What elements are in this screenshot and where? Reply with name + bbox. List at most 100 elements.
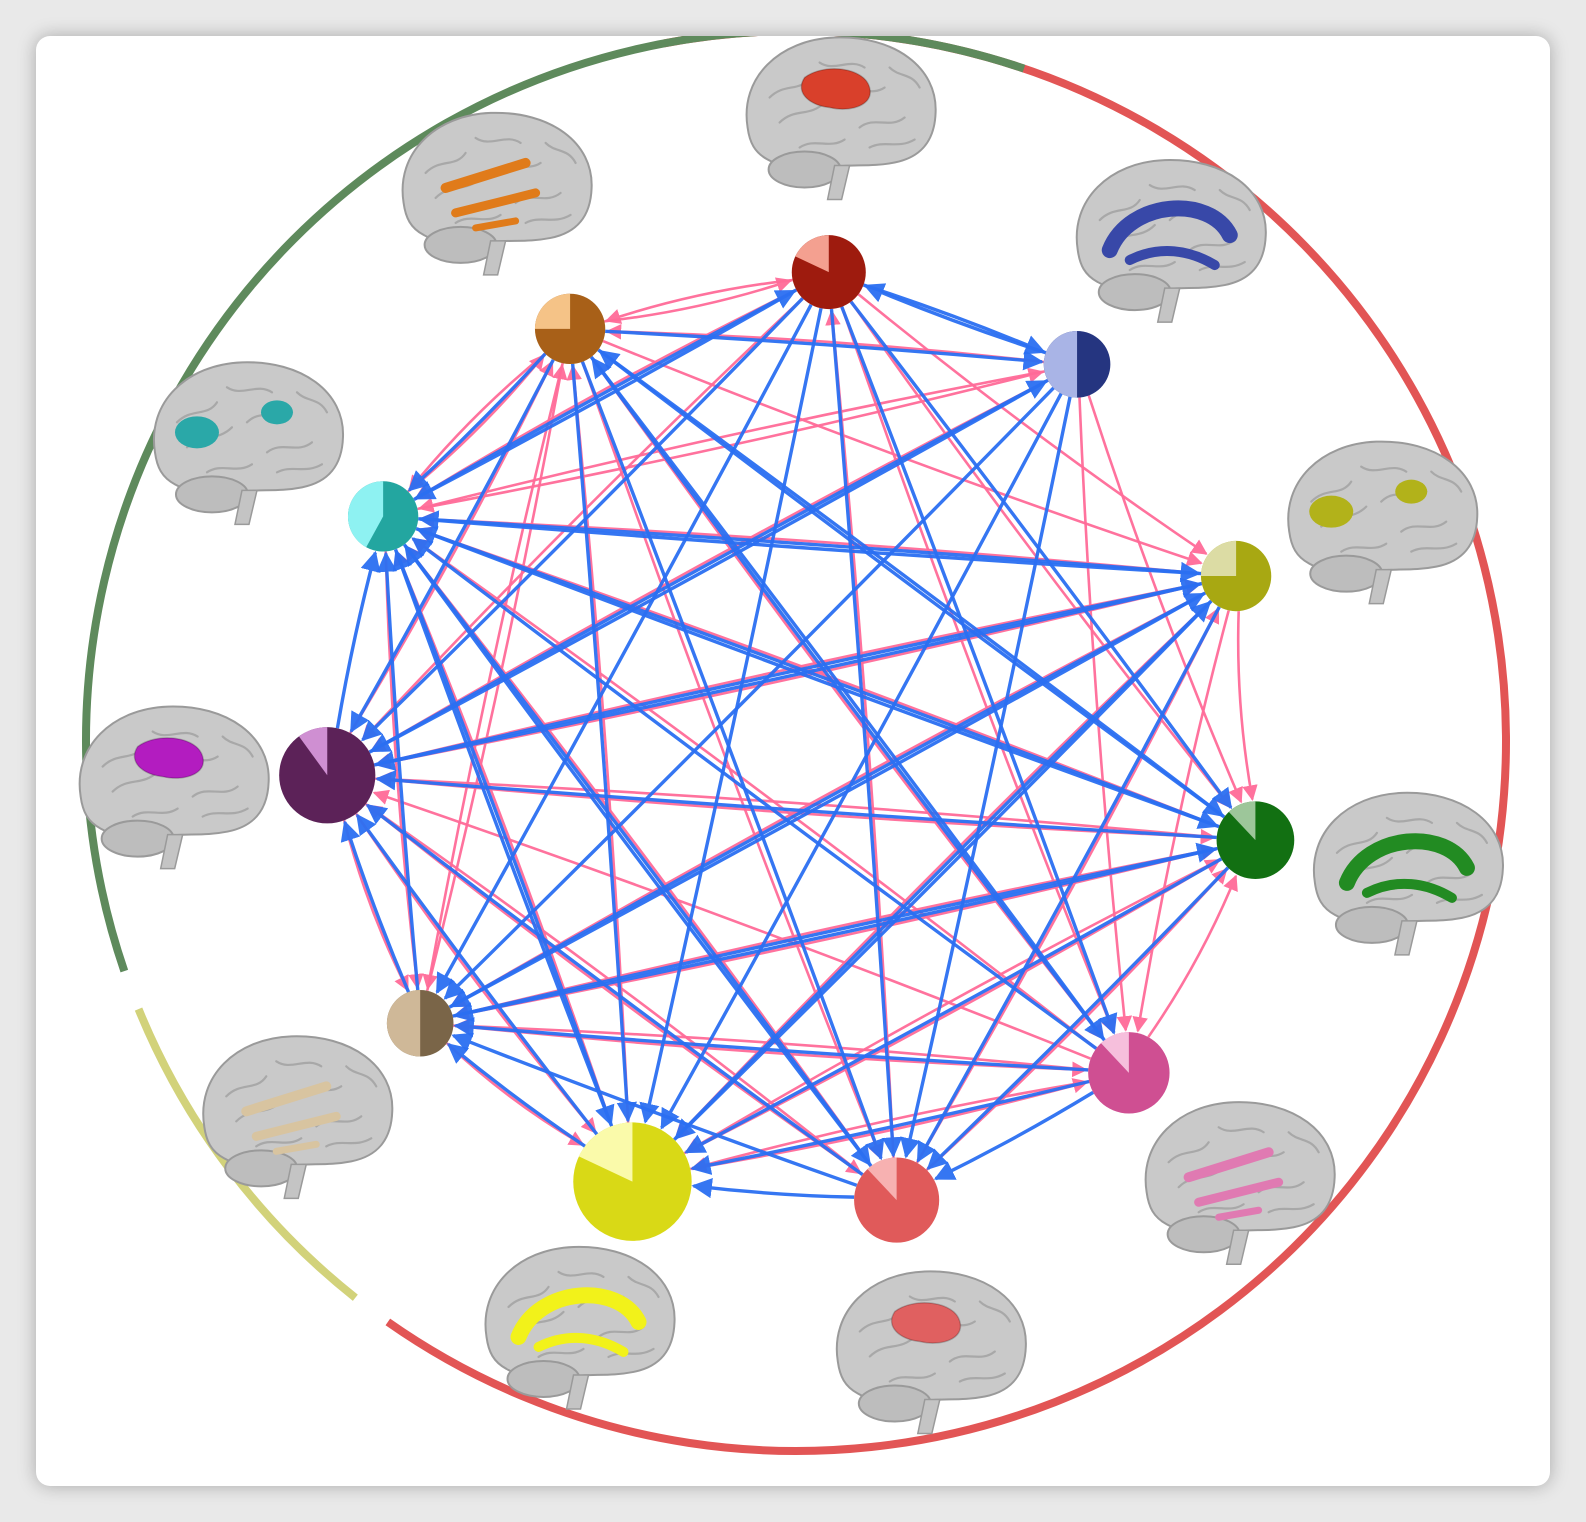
node-slice-8	[298, 727, 328, 776]
brain-image-10	[401, 111, 593, 276]
edge-blue-20	[449, 591, 1207, 1008]
edge-pink-11	[361, 297, 804, 741]
edge-pink-23	[375, 771, 1217, 839]
edge-blue-46	[452, 842, 1218, 1018]
edge-pink-9	[604, 278, 793, 324]
node-slice-1	[1043, 330, 1078, 398]
node-10[interactable]	[534, 293, 606, 364]
node-slice-6	[578, 1122, 633, 1182]
brain-image-0	[745, 36, 937, 201]
edge-blue-9	[605, 329, 1044, 371]
brain-image-5	[835, 1270, 1027, 1435]
node-slice-4	[1101, 1032, 1129, 1073]
edge-blue-12	[580, 361, 885, 1161]
brain-image-4	[1144, 1101, 1336, 1265]
edge-blue-7	[435, 303, 813, 995]
edge-blue-52	[415, 527, 1220, 829]
edge-blue-55	[402, 543, 872, 1167]
edge-pink-15	[1087, 395, 1243, 804]
brain-image-1	[1075, 159, 1267, 323]
node-2[interactable]	[1200, 540, 1272, 612]
edge-blue-5	[840, 306, 1118, 1035]
edge-blue-21	[674, 599, 1213, 1140]
node-5[interactable]	[854, 1157, 940, 1243]
node-0[interactable]	[791, 235, 866, 310]
edge-blue-53	[418, 517, 1202, 583]
brain-images	[78, 36, 1504, 1435]
brain-image-3	[1312, 791, 1504, 956]
edge-blue-31	[453, 1017, 1089, 1072]
node-slice-9	[347, 481, 384, 548]
edge-blue-26	[598, 349, 1226, 819]
edge-pink-4	[422, 362, 564, 991]
node-1[interactable]	[1043, 330, 1111, 398]
node-slice-7	[386, 989, 421, 1057]
node-slice-0	[795, 235, 829, 273]
node-9[interactable]	[347, 481, 419, 552]
edge-blue-36	[691, 1177, 855, 1199]
edge-pink-12	[417, 370, 1045, 513]
edge-blue-41	[355, 813, 599, 1136]
edge-blue-44	[376, 551, 420, 991]
brain-image-8	[78, 705, 270, 870]
edge-blue-17	[660, 392, 1063, 1130]
edge-pink-6	[857, 293, 1208, 555]
node-slice-10	[534, 293, 571, 329]
edge-blue-4	[829, 308, 903, 1158]
diagram-card	[36, 36, 1550, 1486]
edge-blue-24	[418, 510, 1202, 576]
edge-pink-3	[581, 361, 884, 1160]
edge-pink-27	[372, 789, 1092, 1060]
edge-blue-1	[413, 288, 798, 501]
edge-blue-35	[591, 356, 1106, 1042]
node-7[interactable]	[386, 989, 454, 1057]
edge-blue-3	[639, 307, 823, 1124]
edge-blue-25	[416, 526, 1220, 829]
edge-blue-10	[597, 348, 1225, 818]
edges	[335, 277, 1258, 1199]
edge-pink-19	[1132, 610, 1230, 1033]
edge-blue-49	[373, 577, 1202, 767]
edge-blue-38	[365, 803, 864, 1177]
node-6[interactable]	[573, 1122, 692, 1241]
edge-blue-32	[690, 1079, 1090, 1175]
node-slice-5	[867, 1157, 897, 1201]
edge-pink-0	[604, 277, 793, 323]
edge-blue-37	[404, 544, 873, 1168]
edge-blue-40	[392, 549, 614, 1127]
edge-blue-13	[570, 363, 638, 1123]
edge-blue-28	[684, 857, 1223, 1154]
edge-blue-29	[926, 866, 1230, 1170]
node-3[interactable]	[1216, 801, 1295, 880]
brain-image-9	[152, 361, 344, 526]
edge-blue-48	[335, 550, 381, 729]
edge-blue-51	[413, 289, 797, 501]
edge-pink-25	[684, 857, 1222, 1154]
edge-blue-19	[863, 283, 1047, 355]
edge-blue-33	[411, 537, 1098, 1050]
edge-blue-54	[393, 548, 615, 1127]
brain-image-7	[202, 1035, 394, 1200]
edge-blue-45	[340, 820, 411, 993]
edge-blue-50	[368, 379, 1048, 754]
edge-blue-14	[349, 358, 555, 734]
edge-blue-18	[900, 396, 1072, 1159]
edge-blue-42	[446, 1043, 586, 1148]
node-4[interactable]	[1088, 1032, 1170, 1114]
node-slice-2	[1200, 540, 1237, 577]
edge-blue-8	[407, 352, 547, 492]
brain-image-2	[1287, 440, 1479, 605]
nodes	[279, 235, 1295, 1243]
edge-blue-43	[673, 600, 1212, 1141]
edge-blue-30	[375, 770, 1217, 840]
edge-blue-39	[451, 1032, 858, 1187]
node-slice-3	[1228, 801, 1256, 841]
edge-blue-47	[448, 592, 1206, 1009]
group-arc-green-arc	[82, 36, 1026, 973]
connectivity-diagram	[78, 36, 1510, 1455]
edge-blue-15	[369, 378, 1049, 753]
node-8[interactable]	[279, 727, 376, 824]
edge-pink-31	[1147, 874, 1238, 1038]
edge-pink-18	[1236, 611, 1258, 801]
edge-blue-34	[933, 1090, 1095, 1181]
